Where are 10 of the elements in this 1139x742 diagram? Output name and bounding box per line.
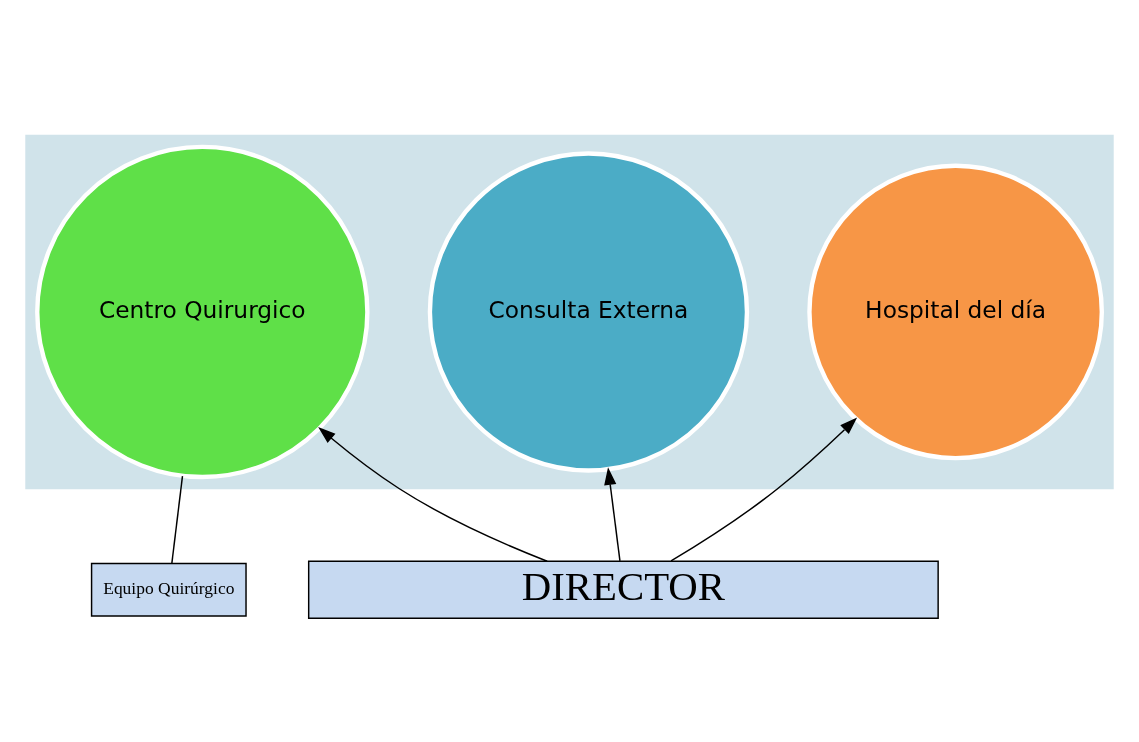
node-box: DIRECTOR [307, 560, 939, 619]
node-circle: Hospital del día [807, 163, 1104, 461]
node-circle: Consulta Externa [427, 151, 750, 473]
arrow [670, 417, 858, 562]
cluster [25, 134, 1114, 490]
arrow [318, 427, 548, 562]
node-circle: Centro Quirurgico [35, 144, 370, 480]
node-box: Equipo Quirúrgico [90, 562, 247, 617]
connector [171, 475, 184, 565]
arrow [604, 467, 621, 562]
